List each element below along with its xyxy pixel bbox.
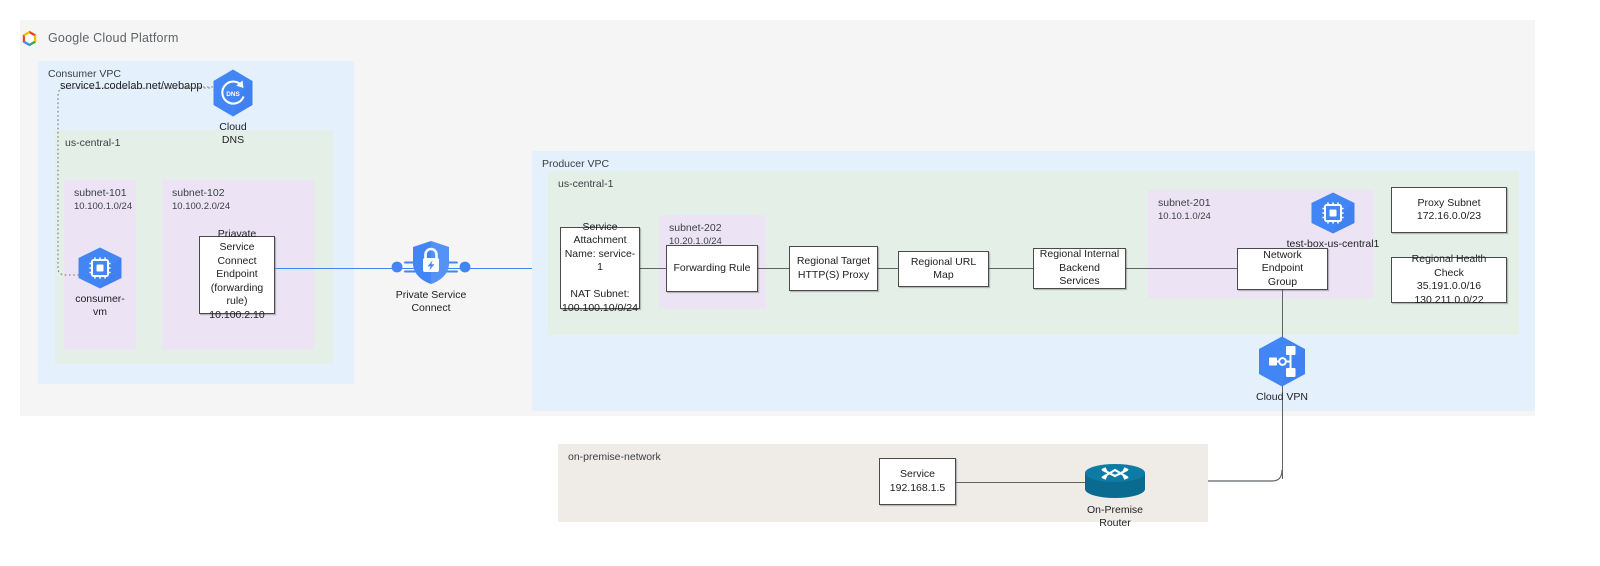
- subnet-201-cidr: 10.10.1.0/24: [1158, 211, 1211, 222]
- cloud-vpn-icon: [1259, 336, 1305, 387]
- connector-proxy-to-urlmap: [878, 268, 899, 269]
- test-box-node[interactable]: test-box-us-central1: [1281, 191, 1385, 251]
- subnet-102-cidr: 10.100.2.0/24: [172, 201, 231, 212]
- connector-fr-to-proxy: [757, 268, 790, 269]
- vpn-to-onprem-line: [1282, 384, 1284, 479]
- subnet-201-label: subnet-201 10.10.1.0/24: [1158, 197, 1211, 223]
- forwarding-rule-box[interactable]: Forwarding Rule: [666, 245, 758, 292]
- subnet-202-name: subnet-202: [669, 222, 722, 234]
- test-box-caption: test-box-us-central1: [1286, 238, 1380, 250]
- private-service-connect-caption: Private Service Connect: [395, 289, 467, 314]
- subnet-201-name: subnet-201: [1158, 197, 1211, 209]
- on-premise-router-node[interactable]: On-Premise Router: [1079, 463, 1151, 530]
- subnet-102-name: subnet-102: [172, 187, 225, 199]
- cloud-dns-caption: Cloud DNS: [219, 121, 247, 146]
- google-cloud-platform-logo-icon: [22, 30, 37, 46]
- on-premise-service-box[interactable]: Service 192.168.1.5: [879, 458, 956, 505]
- connector-sa-to-fr: [639, 268, 666, 269]
- subnet-202-label: subnet-202 10.20.1.0/24: [669, 222, 722, 248]
- gcp-header: Google Cloud Platform: [20, 20, 1580, 56]
- producer-zone-label: us-central-1: [558, 178, 614, 190]
- connector-urlmap-to-backend: [988, 268, 1034, 269]
- subnet-102-label: subnet-102 10.100.2.0/24: [172, 187, 230, 213]
- cloud-dns-icon: DNS: [213, 69, 253, 117]
- vpn-onprem-elbow: [1130, 469, 1283, 482]
- regional-url-map-box[interactable]: Regional URL Map: [898, 251, 989, 287]
- proxy-subnet-box[interactable]: Proxy Subnet 172.16.0.0/23: [1391, 187, 1507, 233]
- subnet-101-name: subnet-101: [74, 187, 127, 199]
- regional-health-check-box[interactable]: Regional Health Check 35.191.0.0/16 130.…: [1391, 253, 1507, 306]
- dns-record-connector: [186, 86, 218, 88]
- consumer-zone-label: us-central-1: [65, 137, 121, 149]
- consumer-vm-node[interactable]: consumer-vm: [70, 246, 130, 319]
- producer-vpc-label: Producer VPC: [542, 158, 610, 170]
- gcp-logo-text: Google Cloud Platform: [48, 31, 179, 45]
- svg-text:DNS: DNS: [226, 91, 240, 98]
- on-premise-router-caption: On-Premise Router: [1086, 504, 1143, 529]
- compute-engine-vm-icon: [1311, 192, 1355, 234]
- on-premise-router-icon: [1085, 464, 1145, 498]
- consumer-vpc-label: Consumer VPC: [48, 68, 121, 80]
- subnet-202-cidr: 10.20.1.0/24: [669, 236, 722, 247]
- regional-target-proxy-box[interactable]: Regional Target HTTP(S) Proxy: [789, 246, 878, 291]
- dns-resolution-path: [57, 87, 210, 276]
- cloud-vpn-node[interactable]: Cloud VPN: [1252, 335, 1312, 404]
- connector-backend-to-neg: [1125, 268, 1237, 269]
- compute-engine-vm-icon: [78, 247, 122, 289]
- cloud-vpn-caption: Cloud VPN: [1256, 391, 1308, 403]
- private-service-connect-node[interactable]: Private Service Connect: [383, 238, 479, 315]
- psc-endpoint-box[interactable]: Priavate Service Connect Endpoint (forwa…: [199, 228, 275, 321]
- on-premise-network-label: on-premise-network: [568, 451, 661, 463]
- network-endpoint-group-box[interactable]: Network Endpoint Group: [1237, 248, 1328, 290]
- private-service-connect-icon: [391, 241, 471, 284]
- service-to-router-line: [956, 482, 1089, 483]
- regional-backend-services-box[interactable]: Regional Internal Backend Services: [1033, 248, 1126, 289]
- consumer-vm-caption: consumer-vm: [75, 293, 125, 318]
- subnet-101-label: subnet-101 10.100.1.0/24: [74, 187, 132, 213]
- dns-record-label: service1.codelab.net/webapp: [60, 80, 203, 92]
- subnet-101-cidr: 10.100.1.0/24: [74, 201, 133, 212]
- cloud-dns-node[interactable]: DNS Cloud DNS: [203, 68, 263, 147]
- service-attachment-box[interactable]: Service Attachment Name: service-1 NAT S…: [560, 221, 640, 314]
- neg-to-vpn-line: [1282, 290, 1284, 340]
